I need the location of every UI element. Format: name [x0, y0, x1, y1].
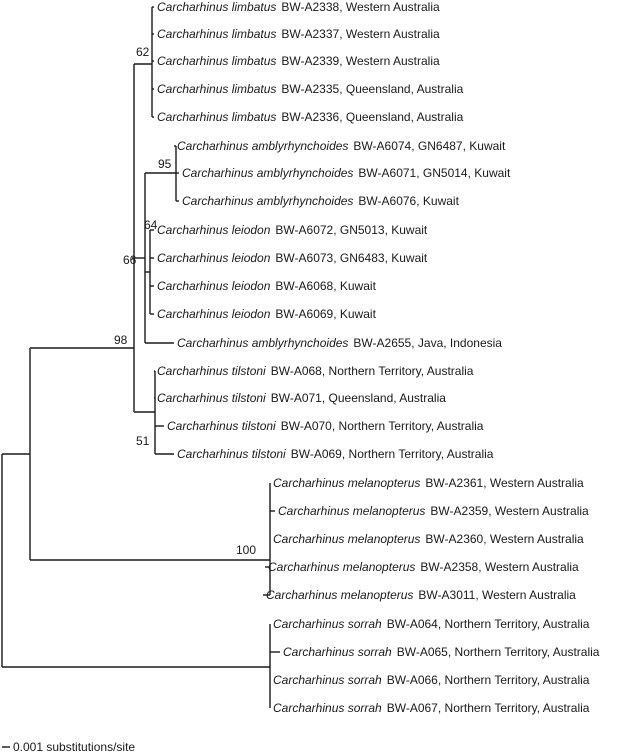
leaf-species-name: Carcharhinus leiodon	[157, 307, 271, 321]
bootstrap-value: 66	[123, 253, 137, 267]
leaf-species-name: Carcharhinus amblyrhynchoides	[177, 336, 348, 350]
leaf-label: Carcharhinus amblyrhynchoides BW-A6071, G…	[182, 166, 511, 180]
leaf-specimen-info: BW-A2361, Western Australia	[425, 476, 584, 490]
leaf-specimen-info: BW-A3011, Western Australia	[418, 588, 576, 602]
leaf-species-name: Carcharhinus limbatus	[157, 27, 276, 41]
bootstrap-value: 64	[144, 218, 158, 232]
leaf-species-name: Carcharhinus tilstoni	[177, 447, 286, 461]
leaf-species-name: Carcharhinus melanopterus	[266, 588, 413, 602]
leaf-species-name: Carcharhinus limbatus	[157, 110, 276, 124]
leaf-species-name: Carcharhinus limbatus	[157, 54, 276, 68]
leaf-specimen-info: BW-A068, Northern Territory, Australia	[271, 364, 474, 378]
bootstrap-value: 98	[114, 333, 128, 347]
leaf-specimen-info: BW-A065, Northern Territory, Australia	[397, 645, 600, 659]
bootstrap-value: 62	[136, 45, 150, 59]
leaf-specimen-info: BW-A6073, GN6483, Kuwait	[275, 251, 428, 265]
leaf-label: Carcharhinus tilstoni BW-A071, Queensland…	[157, 391, 446, 405]
bootstrap-values: 62 95 64 66 98 51 100	[114, 45, 256, 557]
leaf-specimen-info: BW-A066, Northern Territory, Australia	[387, 673, 590, 687]
leaf-species-name: Carcharhinus melanopterus	[273, 532, 420, 546]
leaf-species-name: Carcharhinus limbatus	[157, 82, 276, 96]
leaf-specimen-info: BW-A6068, Kuwait	[275, 279, 376, 293]
scale-bar: 0.001 substitutions/site	[2, 740, 135, 754]
leaf-label: Carcharhinus tilstoni BW-A070, Northern T…	[167, 419, 484, 433]
leaf-label: Carcharhinus leiodon BW-A6069, Kuwait	[157, 307, 377, 321]
leaf-species-name: Carcharhinus tilstoni	[157, 364, 266, 378]
leaf-species-name: Carcharhinus tilstoni	[167, 419, 276, 433]
leaf-label: Carcharhinus melanopterus BW-A2361, Weste…	[273, 476, 584, 490]
leaf-label: Carcharhinus tilstoni BW-A069, Northern T…	[177, 447, 494, 461]
leaf-species-name: Carcharhinus sorrah	[273, 673, 382, 687]
leaf-label: Carcharhinus leiodon BW-A6073, GN6483, Ku…	[157, 251, 428, 265]
leaf-specimen-info: BW-A070, Northern Territory, Australia	[281, 419, 484, 433]
bootstrap-value: 95	[158, 157, 172, 171]
leaf-label: Carcharhinus amblyrhynchoides BW-A6074, G…	[177, 139, 506, 153]
leaf-species-name: Carcharhinus sorrah	[273, 617, 382, 631]
leaf-specimen-info: BW-A6076, Kuwait	[358, 194, 459, 208]
leaf-specimen-info: BW-A2360, Western Australia	[425, 532, 584, 546]
leaf-specimen-info: BW-A6074, GN6487, Kuwait	[353, 139, 506, 153]
leaf-specimen-info: BW-A2337, Western Australia	[281, 27, 440, 41]
leaf-species-name: Carcharhinus sorrah	[273, 701, 382, 715]
leaf-specimen-info: BW-A2655, Java, Indonesia	[353, 336, 502, 350]
leaf-specimen-info: BW-A2338, Western Australia	[281, 0, 440, 14]
leaf-specimen-info: BW-A6072, GN5013, Kuwait	[275, 223, 428, 237]
leaf-species-name: Carcharhinus leiodon	[157, 251, 271, 265]
leaf-label: Carcharhinus sorrah BW-A066, Northern Ter…	[273, 673, 590, 687]
leaf-species-name: Carcharhinus tilstoni	[157, 391, 266, 405]
leaf-label: Carcharhinus melanopterus BW-A2359, Weste…	[278, 504, 589, 518]
leaf-specimen-info: BW-A2335, Queensland, Australia	[281, 82, 463, 96]
leaf-specimen-info: BW-A067, Northern Territory, Australia	[387, 701, 590, 715]
leaf-label: Carcharhinus amblyrhynchoides BW-A6076, K…	[182, 194, 460, 208]
leaf-specimen-info: BW-A064, Northern Territory, Australia	[387, 617, 590, 631]
leaf-label: Carcharhinus amblyrhynchoides BW-A2655, J…	[177, 336, 502, 350]
tree-branches	[1, 6, 280, 708]
leaf-species-name: Carcharhinus sorrah	[283, 645, 392, 659]
leaf-label: Carcharhinus limbatus BW-A2337, Western A…	[157, 27, 440, 41]
leaf-species-name: Carcharhinus leiodon	[157, 223, 271, 237]
leaf-label: Carcharhinus limbatus BW-A2336, Queenslan…	[157, 110, 464, 124]
leaf-specimen-info: BW-A069, Northern Territory, Australia	[291, 447, 494, 461]
leaf-label: Carcharhinus tilstoni BW-A068, Northern T…	[157, 364, 474, 378]
leaf-label: Carcharhinus sorrah BW-A067, Northern Ter…	[273, 701, 590, 715]
leaf-label: Carcharhinus melanopterus BW-A2358, Weste…	[268, 560, 579, 574]
leaf-species-name: Carcharhinus amblyrhynchoides	[177, 139, 348, 153]
leaf-label: Carcharhinus limbatus BW-A2338, Western A…	[157, 0, 440, 14]
leaf-specimen-info: BW-A2359, Western Australia	[430, 504, 589, 518]
leaf-specimen-info: BW-A6069, Kuwait	[275, 307, 376, 321]
leaf-labels: Carcharhinus limbatus BW-A2338, Western A…	[157, 0, 600, 715]
leaf-label: Carcharhinus melanopterus BW-A2360, Weste…	[273, 532, 584, 546]
leaf-label: Carcharhinus leiodon BW-A6068, Kuwait	[157, 279, 377, 293]
scale-bar-label: 0.001 substitutions/site	[13, 740, 135, 754]
bootstrap-value: 51	[136, 434, 150, 448]
leaf-label: Carcharhinus limbatus BW-A2339, Western A…	[157, 54, 440, 68]
leaf-specimen-info: BW-A2336, Queensland, Australia	[281, 110, 463, 124]
leaf-species-name: Carcharhinus leiodon	[157, 279, 271, 293]
leaf-label: Carcharhinus limbatus BW-A2335, Queenslan…	[157, 82, 464, 96]
leaf-species-name: Carcharhinus melanopterus	[278, 504, 425, 518]
leaf-specimen-info: BW-A071, Queensland, Australia	[271, 391, 447, 405]
leaf-species-name: Carcharhinus amblyrhynchoides	[182, 166, 353, 180]
leaf-label: Carcharhinus leiodon BW-A6072, GN5013, Ku…	[157, 223, 428, 237]
leaf-species-name: Carcharhinus melanopterus	[273, 476, 420, 490]
leaf-specimen-info: BW-A6071, GN5014, Kuwait	[358, 166, 511, 180]
leaf-specimen-info: BW-A2339, Western Australia	[281, 54, 440, 68]
leaf-specimen-info: BW-A2358, Western Australia	[420, 560, 579, 574]
leaf-label: Carcharhinus sorrah BW-A064, Northern Ter…	[273, 617, 590, 631]
leaf-species-name: Carcharhinus melanopterus	[268, 560, 415, 574]
bootstrap-value: 100	[236, 543, 256, 557]
leaf-species-name: Carcharhinus amblyrhynchoides	[182, 194, 353, 208]
leaf-label: Carcharhinus melanopterus BW-A3011, Weste…	[266, 588, 576, 602]
leaf-label: Carcharhinus sorrah BW-A065, Northern Ter…	[283, 645, 600, 659]
leaf-species-name: Carcharhinus limbatus	[157, 0, 276, 14]
